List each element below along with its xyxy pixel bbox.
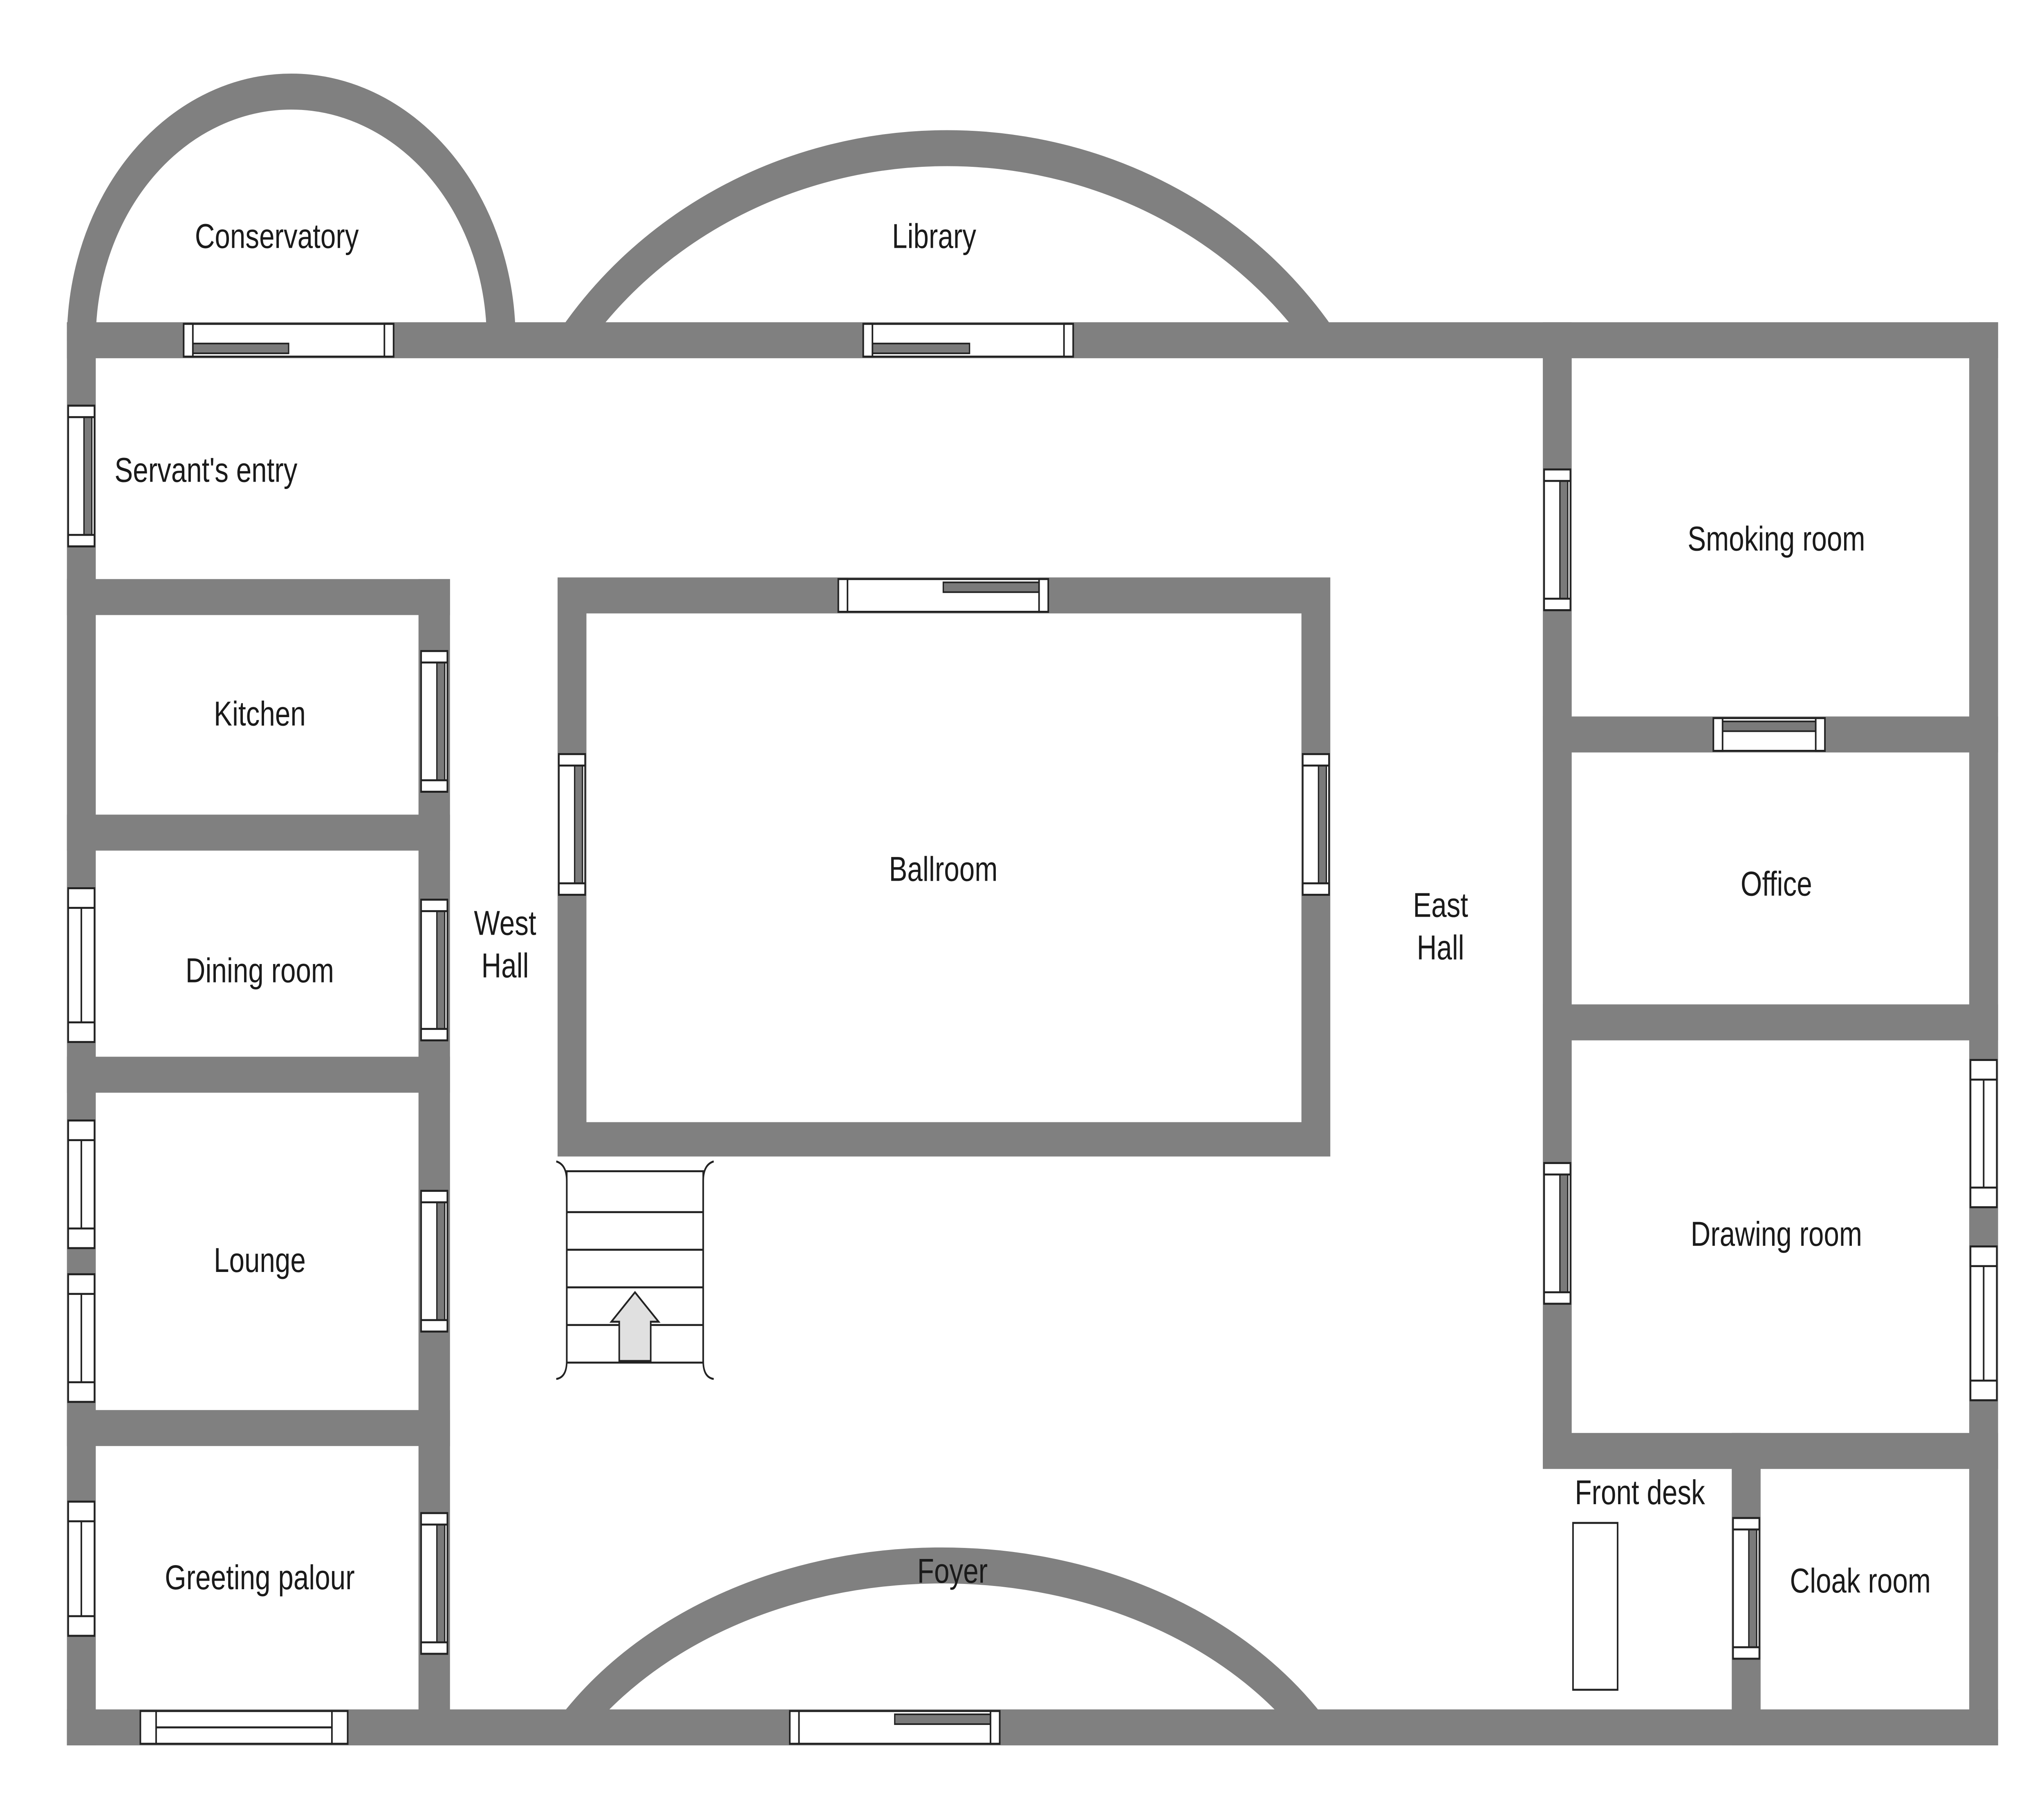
stair-up-arrow-icon bbox=[609, 1291, 661, 1362]
door-library bbox=[862, 323, 1074, 358]
label-kitchen: Kitchen bbox=[214, 695, 306, 733]
window-lounge-2 bbox=[67, 1273, 95, 1403]
label-cloak-room: Cloak room bbox=[1790, 1562, 1931, 1600]
front-desk-counter bbox=[1572, 1522, 1618, 1691]
ballroom-walls bbox=[557, 577, 1331, 1157]
window-dining-room bbox=[67, 887, 95, 1043]
door-kitchen bbox=[420, 650, 448, 793]
label-library: Library bbox=[892, 217, 976, 256]
door-ballroom-north bbox=[837, 578, 1049, 613]
label-foyer: Foyer bbox=[917, 1552, 988, 1590]
label-conservatory: Conservatory bbox=[195, 217, 359, 256]
label-east-hall-line2: Hall bbox=[1417, 929, 1464, 967]
window-lounge-1 bbox=[67, 1119, 95, 1249]
door-drawing-room bbox=[1543, 1162, 1571, 1305]
label-servants-entry: Servant's entry bbox=[114, 451, 297, 489]
door-greeting-palour bbox=[420, 1512, 448, 1655]
door-lounge bbox=[420, 1190, 448, 1333]
window-greeting-palour-west bbox=[67, 1501, 95, 1637]
label-west-hall-line1: West bbox=[474, 904, 536, 943]
window-drawing-room-2 bbox=[1970, 1245, 1998, 1402]
door-servants-entry bbox=[67, 404, 95, 547]
door-conservatory bbox=[183, 323, 394, 358]
library-wall bbox=[561, 130, 1334, 352]
label-drawing-room: Drawing room bbox=[1691, 1215, 1862, 1254]
door-smoking-office bbox=[1712, 717, 1826, 752]
label-smoking-room: Smoking room bbox=[1688, 520, 1865, 558]
window-greeting-palour-south bbox=[139, 1710, 349, 1745]
label-east-hall-line1: East bbox=[1413, 886, 1468, 925]
door-ballroom-west bbox=[558, 753, 586, 896]
window-drawing-room-1 bbox=[1970, 1059, 1998, 1209]
label-lounge: Lounge bbox=[214, 1241, 306, 1280]
door-ballroom-east bbox=[1302, 753, 1330, 896]
label-ballroom: Ballroom bbox=[889, 850, 997, 889]
label-west-hall-line2: Hall bbox=[482, 947, 529, 985]
door-dining-room bbox=[420, 899, 448, 1041]
door-cloak-room bbox=[1732, 1517, 1760, 1660]
foyer-wall bbox=[561, 1547, 1322, 1740]
conservatory-wall bbox=[67, 74, 516, 341]
west-wing-walls bbox=[67, 579, 450, 1727]
label-greeting-palour: Greeting palour bbox=[165, 1559, 355, 1597]
door-smoking-room bbox=[1543, 468, 1571, 611]
label-dining-room: Dining room bbox=[186, 952, 334, 990]
door-foyer-entrance bbox=[789, 1710, 1001, 1745]
label-front-desk: Front desk bbox=[1575, 1474, 1705, 1512]
label-office: Office bbox=[1741, 865, 1812, 904]
staircase bbox=[556, 1160, 714, 1380]
